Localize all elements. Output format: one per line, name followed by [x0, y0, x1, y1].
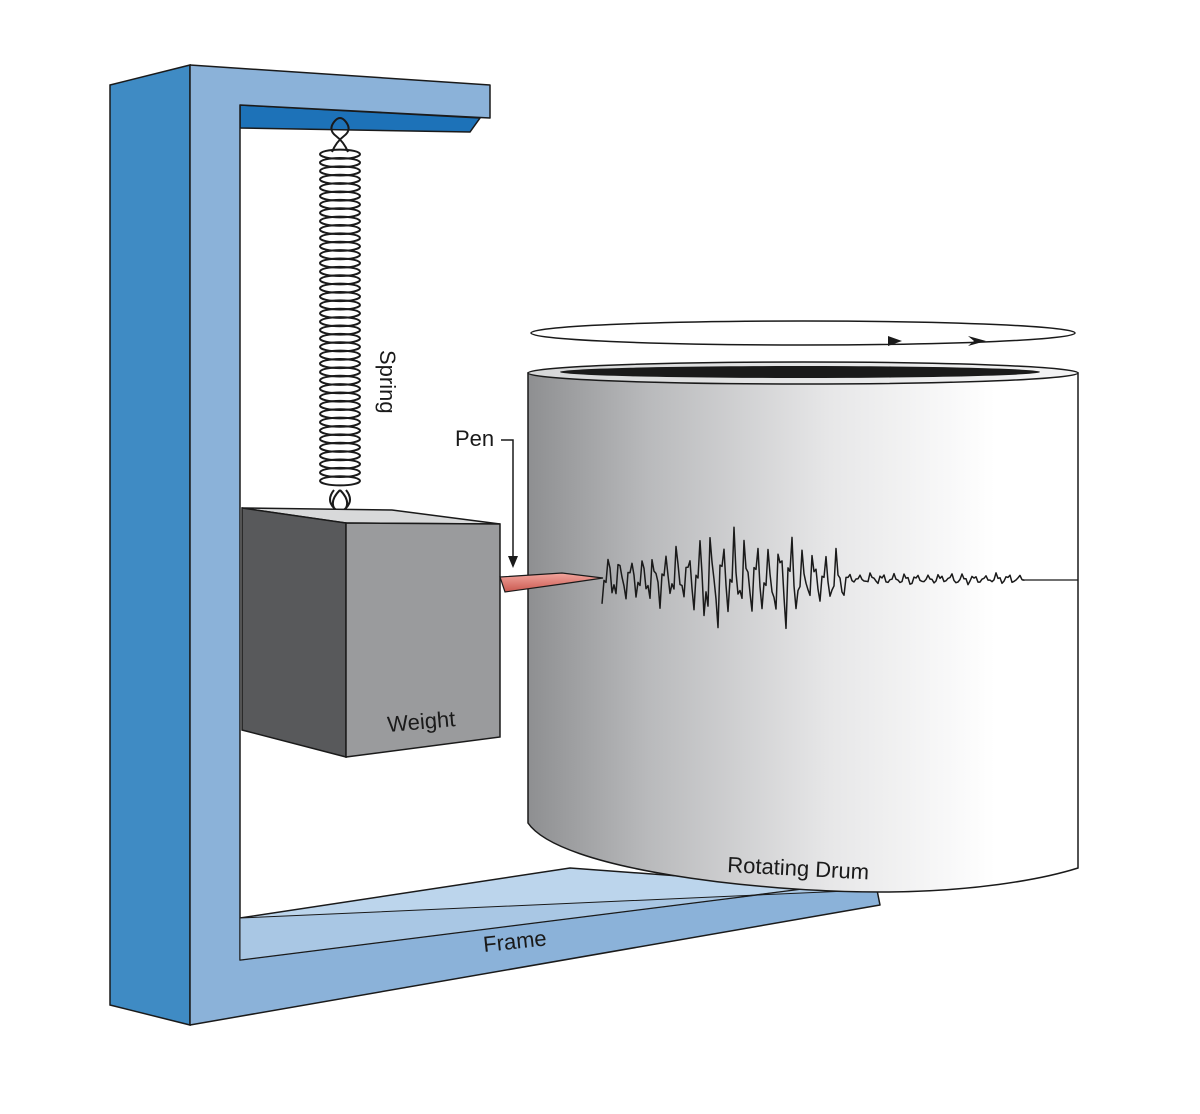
- frame: [109, 64, 881, 1026]
- weight-label: Weight: [386, 706, 456, 737]
- rotation-arrow-icon: [530, 320, 1076, 346]
- spring-label: Spring: [375, 350, 400, 414]
- rotation-indicator: [530, 320, 1076, 346]
- drum-body: [527, 372, 1079, 893]
- spring: Spring: [319, 117, 400, 513]
- rotating-drum: Rotating Drum: [527, 361, 1079, 893]
- pen-stylus: [499, 572, 604, 593]
- rotation-arrowhead-icon: [968, 336, 986, 346]
- spring-coils: [319, 148, 361, 487]
- pen-pointer-arrow-icon: [501, 439, 514, 562]
- weight-front-face: [345, 522, 501, 758]
- spring-top-hook: [330, 117, 350, 153]
- rotation-arrowhead-icon: [888, 336, 902, 346]
- seismogram-trace: [601, 526, 1025, 630]
- pen-label: Pen: [455, 426, 494, 451]
- spring-coil: [319, 475, 361, 487]
- weight-left-face: [241, 507, 347, 758]
- frame-post-side: [109, 64, 191, 1026]
- pen-pointer-arrowhead-icon: [508, 556, 518, 568]
- weight: Weight: [241, 507, 501, 758]
- drum-top-opening: [560, 366, 1040, 378]
- pen: Pen: [455, 426, 604, 593]
